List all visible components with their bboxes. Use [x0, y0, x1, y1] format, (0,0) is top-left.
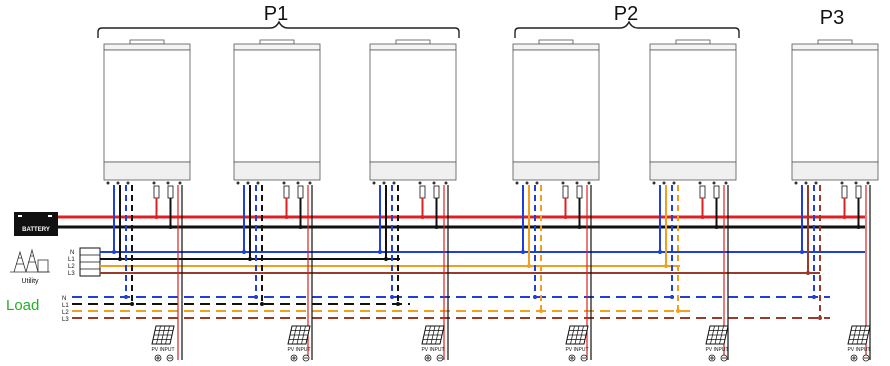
- battery-icon: BATTERY: [14, 212, 58, 236]
- pv-panel-icon: PV INPUT: [705, 325, 729, 362]
- pv-input-label: PV INPUT: [565, 347, 588, 353]
- pv-input-label: PV INPUT: [421, 347, 444, 353]
- group-bracket-p1: [97, 20, 460, 38]
- utility-breaker: [79, 247, 101, 277]
- utility-bus: [100, 251, 865, 274]
- load-line-n: N: [62, 296, 66, 302]
- load-label: Load: [6, 297, 39, 314]
- pv-input-label: PV INPUT: [847, 347, 870, 353]
- inverter-unit: [233, 39, 321, 185]
- load-line-l2: L2: [62, 310, 69, 316]
- battery-bus: [58, 215, 865, 229]
- battery-label: BATTERY: [22, 227, 50, 233]
- utility-label: Utility: [21, 278, 39, 285]
- pv-panel-icon: PV INPUT: [565, 325, 589, 362]
- inverter-drops: [800, 185, 871, 360]
- inverter-drops: [378, 185, 449, 360]
- pv-panel-icon: PV INPUT: [847, 325, 871, 362]
- utility-line-l1: L1: [68, 257, 75, 263]
- utility-line-n: N: [70, 250, 74, 256]
- inverter-unit: [649, 39, 737, 185]
- utility-tower-icon: [10, 248, 50, 273]
- utility-line-l3: L3: [68, 271, 75, 277]
- inverter-unit: [103, 39, 191, 185]
- inverter-drops: [242, 185, 313, 360]
- inverter-unit: [369, 39, 457, 185]
- pv-input-label: PV INPUT: [287, 347, 310, 353]
- group-bracket-p2: [514, 20, 740, 38]
- group-label-p2: P2: [614, 3, 638, 25]
- group-label-p3: P3: [820, 7, 844, 29]
- pv-panel-icon: PV INPUT: [151, 325, 175, 362]
- inverter-drops: [112, 185, 183, 360]
- utility-line-l2: L2: [68, 264, 75, 270]
- load-bus: [72, 296, 830, 319]
- load-line-l1: L1: [62, 303, 69, 309]
- pv-input-label: PV INPUT: [705, 347, 728, 353]
- inverter-drops: [658, 185, 729, 360]
- inverter-unit: [512, 39, 600, 185]
- pv-panel-icon: PV INPUT: [287, 325, 311, 362]
- load-line-l3: L3: [62, 317, 69, 323]
- inverter-drops: [521, 185, 592, 360]
- inverter-unit: [791, 39, 879, 185]
- pv-panel-icon: PV INPUT: [421, 325, 445, 362]
- pv-input-label: PV INPUT: [151, 347, 174, 353]
- group-label-p1: P1: [264, 3, 288, 25]
